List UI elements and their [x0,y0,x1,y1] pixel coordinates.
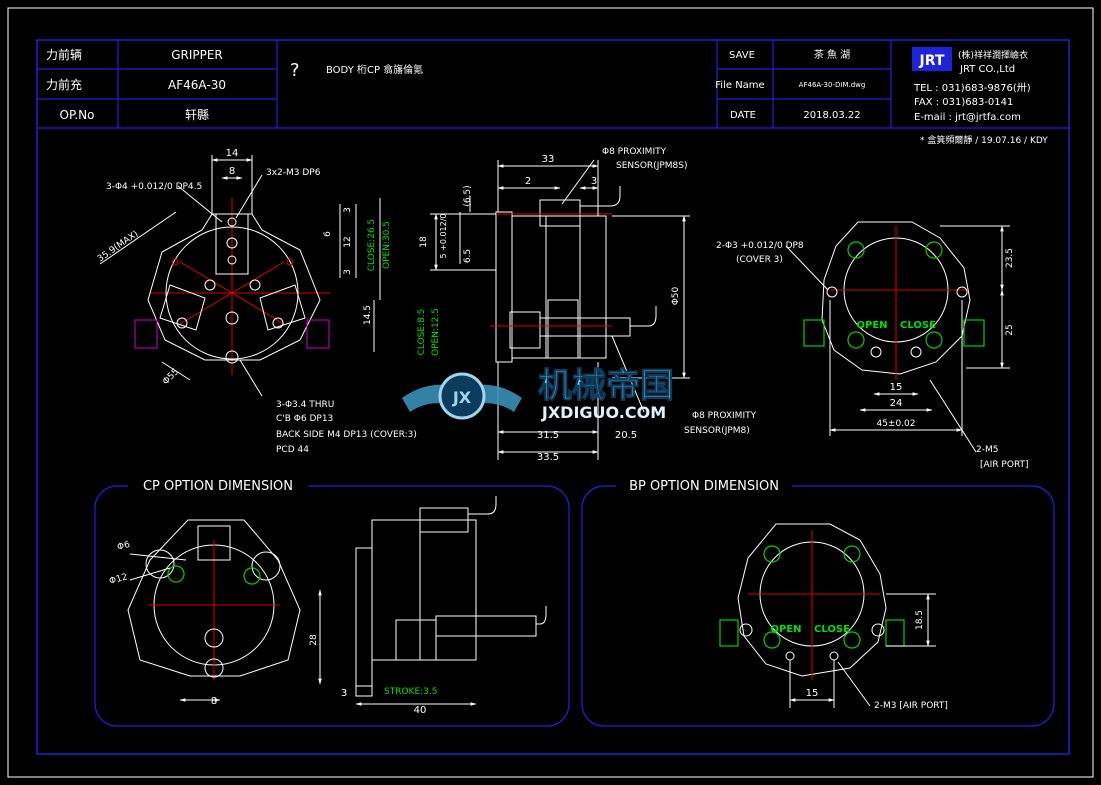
front-dim-35-9: 35.9(MAX) [96,229,140,264]
bp-option-title: BP OPTION DIMENSION [629,479,779,494]
company-logo-text: JRT [919,53,945,69]
back-close: CLOSE [900,320,936,331]
revision-note: * 盒箕頻爾靜 / 19.07.16 / KDY [920,134,1048,146]
side-dim-3: 3 [591,176,597,187]
back-hole-note-1: 2-Φ3 +0.012/0 DP8 [716,241,804,251]
bp-dim-18-5: 18.5 [915,610,925,630]
side-sensor-top-2: SENSOR(JPM8S) [616,161,688,171]
front-dim-6: 6 [323,231,333,237]
front-open-30-5: OPEN:30.5 [382,221,392,269]
name-value: GRIPPER [171,48,223,62]
bp-port: 2-M3 [AIR PORT] [874,701,948,711]
front-dim-8: 8 [229,166,235,177]
save-label: SAVE [729,50,755,61]
outer-border [7,7,1094,778]
model-label: 力前充 [46,77,82,92]
file-value: AF46A-30-DIM.dwg [799,81,866,89]
file-label: File Name [715,80,764,91]
side-dim-6-5a: (6.5) [463,185,473,206]
company-logo: JRT [912,47,952,71]
company-fax: FAX : 031)683-0141 [914,97,1013,108]
side-dim-33-5: 33.5 [537,452,559,463]
front-view: 14 8 3-Φ4 +0.012/0 DP4.5 3x2-M3 DP6 35.9… [96,148,417,455]
back-view: 2-Φ3 +0.012/0 DP8 (COVER 3) 23.5 25 OPEN… [716,221,1029,470]
op-label: OP.No [60,108,95,122]
name-label: 力前辆 [46,47,82,62]
side-open-12-5: OPEN:12.5 [431,308,441,356]
date-label: DATE [730,110,756,121]
model-value: AF46A-30 [168,78,226,92]
watermark-en: JXDIGUO.COM [541,403,666,422]
back-open: OPEN [856,320,887,331]
watermark-cn: 机械帝国 [538,366,674,406]
cp-option-title: CP OPTION DIMENSION [143,479,293,494]
side-dim-2: 2 [525,176,531,187]
note-mark: ? [290,60,300,81]
watermark: JX 机械帝国 JXDIGUO.COM [402,366,675,422]
company-block: JRT (株)祥祥澗擇嶮衣 JRT CO.,Ltd TEL : 031)683-… [912,47,1031,123]
bp-open: OPEN [770,624,801,635]
svg-text:JX: JX [452,388,472,407]
company-tel: TEL : 031)683-9876(卅) [913,82,1031,94]
side-dim-50: Φ50 [671,286,681,305]
front-thru-1: 3-Φ3.4 THRU [276,400,334,410]
side-sensor-top-1: Φ8 PROXIMITY [602,147,667,157]
front-thru-3: BACK SIDE M4 DP13 (COVER:3) [276,430,417,440]
back-hole-note-2: (COVER 3) [736,255,783,265]
back-dim-25: 25 [1005,324,1015,335]
front-dia-55: Φ55 [161,367,181,387]
side-dim-31-5: 31.5 [537,430,559,441]
company-email: E-mail : jrt@jrtfa.com [914,112,1021,123]
bp-close: CLOSE [814,624,850,635]
cp-stroke: STROKE:3.5 [384,687,437,697]
side-view: 33 2 3 (6.5) 18 5 +0.012/0 6.5 Φ50 CLOSE… [417,147,757,463]
front-close-26-5: CLOSE:26.5 [367,219,377,272]
front-tap-note: 3x2-M3 DP6 [266,168,321,178]
save-value: 茶 魚 湖 [814,48,850,61]
title-block: 力前辆 GRIPPER 力前充 AF46A-30 OP.No 轩縣 ? BODY… [37,40,1069,129]
company-name-en: JRT CO.,Ltd [959,64,1015,75]
bp-dim-15: 15 [806,688,819,699]
back-dim-24: 24 [890,398,903,409]
cp-dim-3: 3 [341,688,347,699]
cp-dia-6: Φ6 [116,540,131,553]
front-dim-12: 12 [343,236,353,247]
back-dim-15: 15 [890,382,903,393]
back-port-1: 2-M5 [976,445,998,455]
side-dim-6-5b: 6.5 [463,249,473,263]
cp-dim-28: 28 [309,634,319,646]
side-dim-5: 5 +0.012/0 [439,213,448,258]
inner-frame [36,39,1070,755]
date-value: 2018.03.22 [803,110,860,121]
company-name-cn: (株)祥祥澗擇嶮衣 [958,49,1028,61]
side-close-8-5: CLOSE:8.5 [417,309,427,356]
cp-option-panel: CP OPTION DIMENSION Φ6 Φ12 28 8 3 ST [94,476,570,727]
side-dim-20-5: 20.5 [615,430,637,441]
side-dim-18: 18 [419,236,429,248]
op-value: 轩縣 [185,108,209,122]
front-thru-2: C'B Φ6 DP13 [276,414,333,424]
back-port-2: [AIR PORT] [980,460,1029,470]
bp-option-panel: BP OPTION DIMENSION OPEN CLOSE 18.5 15 2… [581,476,1055,727]
front-hole-note: 3-Φ4 +0.012/0 DP4.5 [106,182,202,192]
side-sensor-bot-1: Φ8 PROXIMITY [692,411,757,421]
back-dim-23-5: 23.5 [1005,248,1015,268]
side-sensor-bot-2: SENSOR(JPM8) [684,426,750,436]
cp-dia-12: Φ12 [108,572,129,586]
cp-dim-8: 8 [211,696,217,707]
front-dim-3b: 3 [343,269,353,275]
front-dim-14: 14 [226,148,239,159]
front-dim-14-5: 14.5 [363,305,373,325]
cp-dim-40: 40 [414,705,427,716]
back-dim-45: 45±0.02 [876,419,915,429]
watermark-emblem: JX [402,372,522,420]
side-dim-33: 33 [542,154,555,165]
front-thru-4: PCD 44 [276,445,309,455]
front-dim-3a: 3 [343,207,353,213]
body-note: BODY 桁CP 翕旛倫氪 [326,63,423,76]
